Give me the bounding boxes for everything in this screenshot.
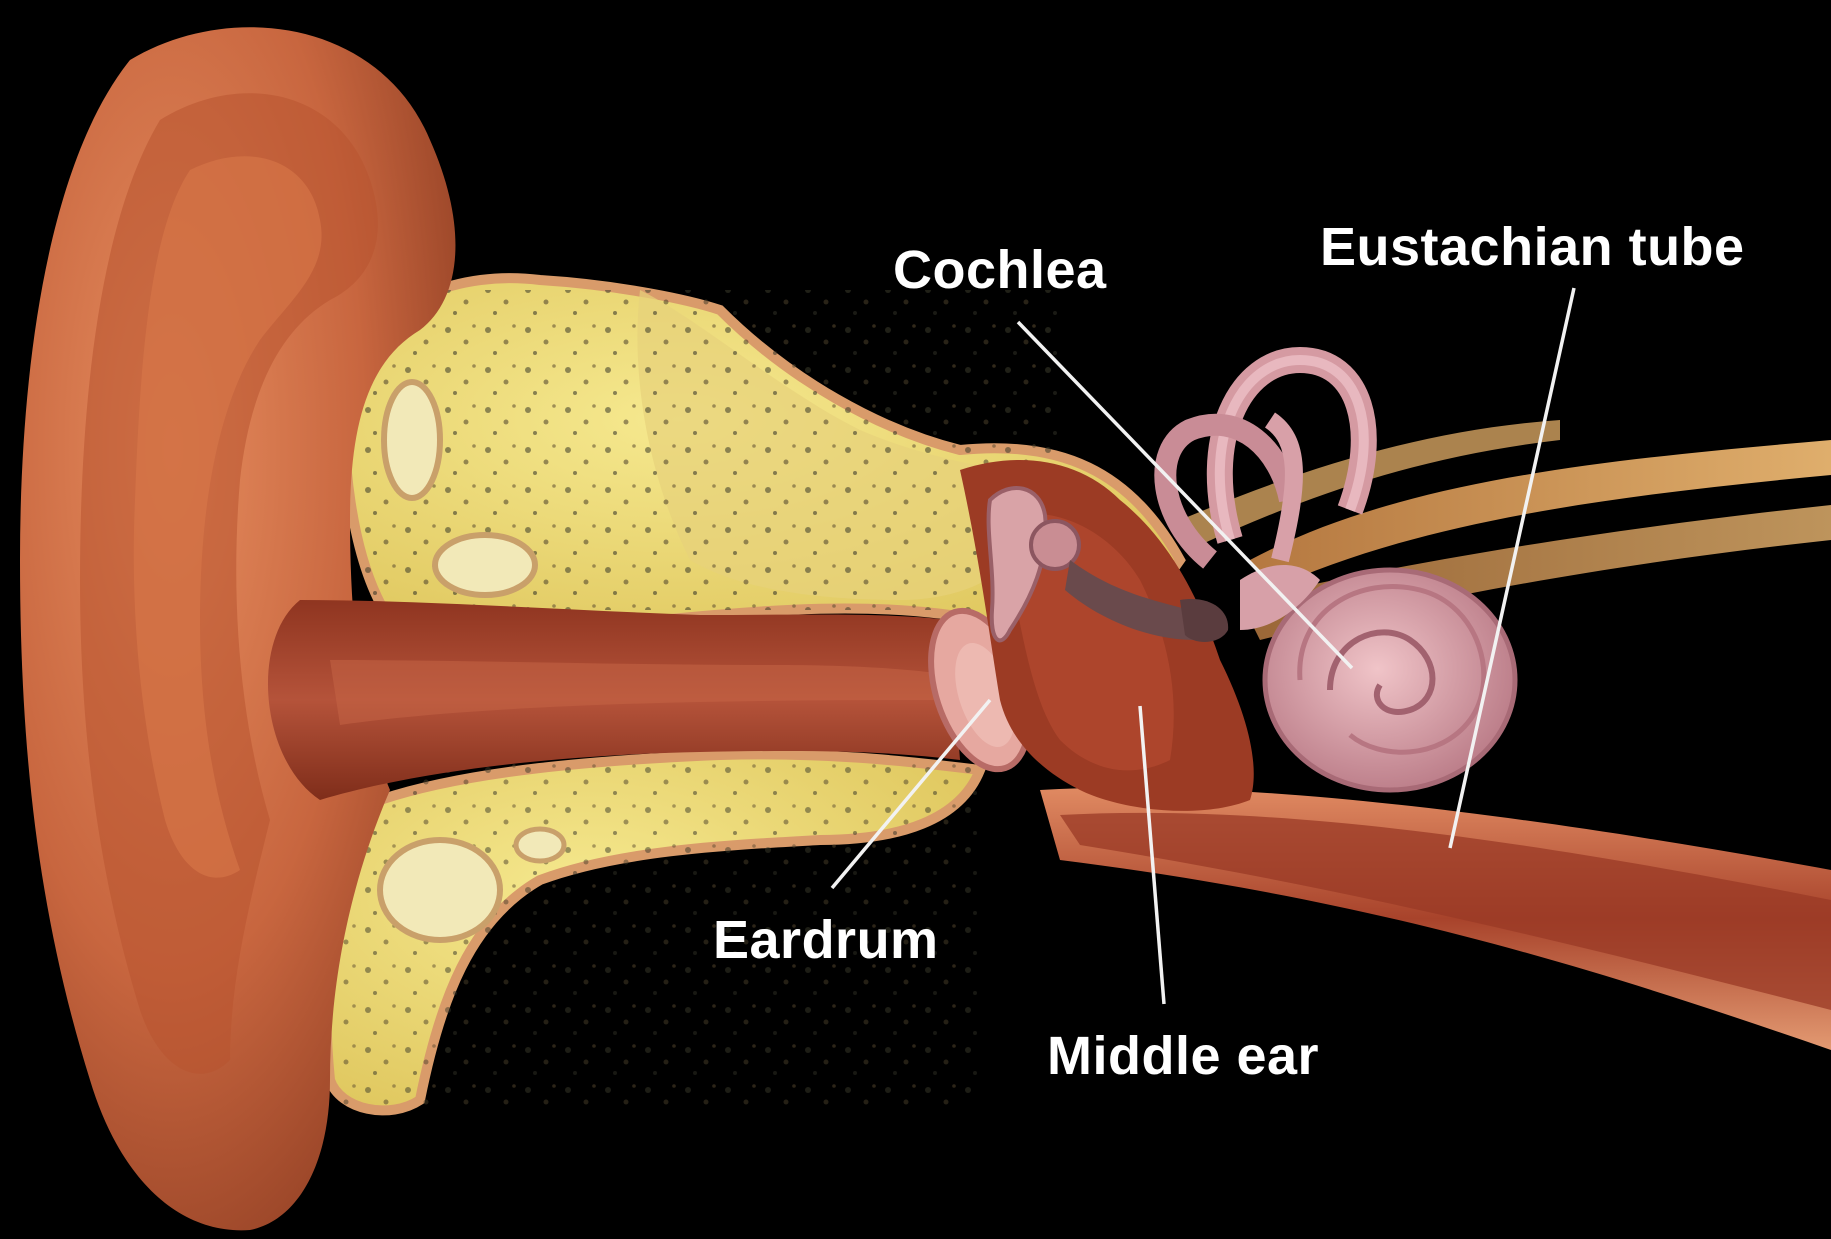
- eustachian-tube-label: Eustachian tube: [1320, 217, 1745, 277]
- cochlea-label: Cochlea: [893, 240, 1107, 300]
- middle-ear-label: Middle ear: [1047, 1026, 1319, 1086]
- eardrum-label: Eardrum: [713, 910, 939, 970]
- cochlea: [1240, 565, 1515, 790]
